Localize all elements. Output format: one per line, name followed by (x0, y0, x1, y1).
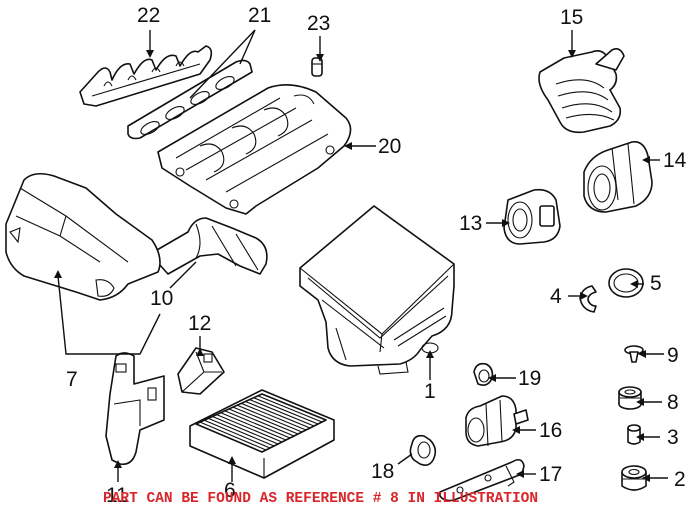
part-11-bracket-plate (105, 352, 165, 466)
part-15-intake-boot (538, 48, 625, 134)
leader-arrows (54, 50, 650, 482)
part-2-mount (621, 465, 647, 491)
part-17-wiring-bracket (439, 458, 525, 502)
callout-6: 6 (224, 479, 236, 502)
part-21-intake-gasket (127, 59, 253, 140)
part-4-clip (579, 285, 597, 313)
part-3-spacer (627, 424, 641, 445)
part-10-intake-duct (149, 217, 268, 275)
reference-notice: PART CAN BE FOUND AS REFERENCE # 8 IN IL… (103, 491, 538, 507)
callout-14: 14 (663, 149, 687, 172)
part-8-grommet (618, 386, 642, 410)
part-7-shroud (5, 172, 161, 301)
callout-23: 23 (307, 12, 330, 35)
part-12-bracket (177, 347, 225, 395)
callout-11: 11 (106, 484, 128, 507)
callout-4: 4 (550, 285, 562, 308)
callout-5: 5 (650, 272, 662, 295)
callout-numbers: 22 21 23 15 20 14 13 5 4 9 8 3 2 19 16 1… (66, 4, 687, 507)
callout-1: 1 (424, 380, 436, 403)
part-14-flow-housing (583, 140, 653, 213)
callout-7: 7 (66, 368, 78, 391)
part-6-air-filter (189, 389, 335, 479)
callout-21: 21 (248, 4, 271, 27)
callout-22: 22 (137, 4, 160, 27)
callout-18: 18 (371, 460, 394, 483)
part-22-gasket (79, 45, 213, 107)
part-20-intake-manifold (157, 84, 352, 215)
callout-3: 3 (667, 426, 679, 449)
part-9-push-pin (624, 345, 644, 363)
part-19-cap (473, 362, 494, 386)
callout-12: 12 (188, 312, 211, 335)
part-13-maf-sensor (503, 188, 561, 245)
callout-10: 10 (150, 287, 173, 310)
part-1-air-cleaner (299, 205, 455, 375)
callout-17: 17 (539, 463, 562, 486)
callout-15: 15 (560, 6, 583, 29)
callout-9: 9 (667, 344, 679, 367)
part-23-sensor (311, 57, 323, 77)
part-18-grommet (409, 434, 437, 466)
callout-16: 16 (539, 419, 562, 442)
callout-19: 19 (518, 367, 541, 390)
callout-2: 2 (674, 468, 686, 491)
leader-lines (57, 29, 668, 482)
callout-13: 13 (459, 212, 482, 235)
callout-8: 8 (667, 391, 679, 414)
callout-20: 20 (378, 135, 401, 158)
part-5-seal-ring (608, 268, 644, 298)
part-16-idle-valve (465, 395, 529, 447)
